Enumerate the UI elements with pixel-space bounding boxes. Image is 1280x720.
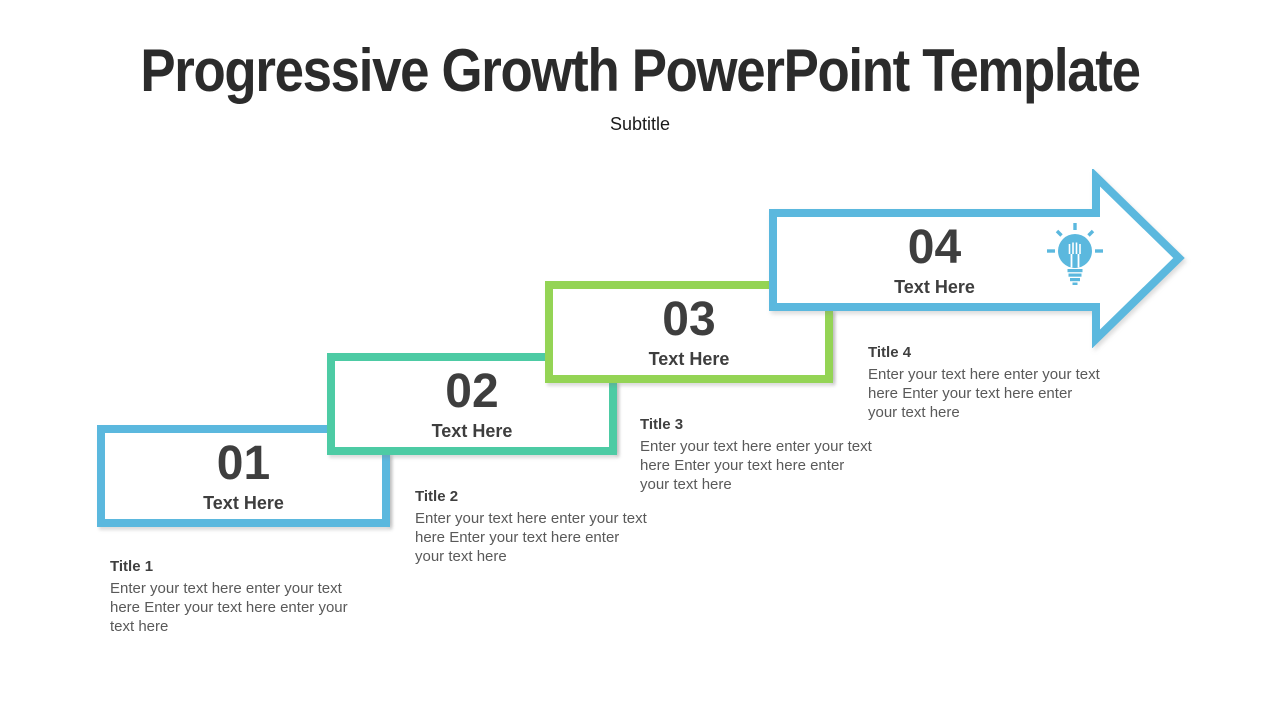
- step-4-caption: Title 4 Enter your text here enter your …: [868, 344, 1100, 423]
- lightbulb-filament: [1068, 242, 1081, 268]
- step-3-number: 03: [662, 293, 716, 346]
- step-1-caption-title: Title 1: [110, 558, 154, 575]
- step-3-caption: Title 3 Enter your text here enter your …: [640, 416, 872, 495]
- step-3-caption-title: Title 3: [640, 416, 684, 433]
- idea-lightbulb-icon: [1047, 223, 1103, 285]
- slide-title: Progressive Growth PowerPoint Template: [140, 37, 1141, 104]
- step-1-label: Text Here: [203, 493, 284, 513]
- step-2-caption-title: Title 2: [415, 488, 459, 505]
- step-4-arrow-outline: [769, 169, 1185, 348]
- step-3-caption-body: Enter your text here enter your text her…: [640, 438, 872, 494]
- step-2-caption-body: Enter your text here enter your text her…: [415, 510, 647, 566]
- lightbulb-body: [1058, 234, 1092, 285]
- step-3-label: Text Here: [648, 349, 730, 369]
- step-1-number: 01: [216, 437, 271, 490]
- slide-subtitle: Subtitle: [609, 114, 671, 134]
- step-2-label: Text Here: [431, 421, 513, 441]
- step-4-caption-title: Title 4: [868, 344, 912, 361]
- step-1-caption-body: Enter your text here enter your text her…: [110, 580, 348, 636]
- step-box-4-content: 04 Text Here: [777, 217, 1092, 303]
- step-4-label: Text Here: [894, 277, 975, 297]
- step-box-4-arrow: [765, 169, 1190, 348]
- step-2-number: 02: [445, 365, 499, 418]
- step-4-number: 04: [907, 221, 962, 274]
- step-1-caption: Title 1 Enter your text here enter your …: [110, 558, 370, 637]
- step-2-caption: Title 2 Enter your text here enter your …: [415, 488, 647, 567]
- step-4-caption-body: Enter your text here enter your text her…: [868, 366, 1100, 422]
- step-box-1: 01 Text Here: [97, 425, 390, 527]
- lightbulb-rays: [1047, 223, 1103, 253]
